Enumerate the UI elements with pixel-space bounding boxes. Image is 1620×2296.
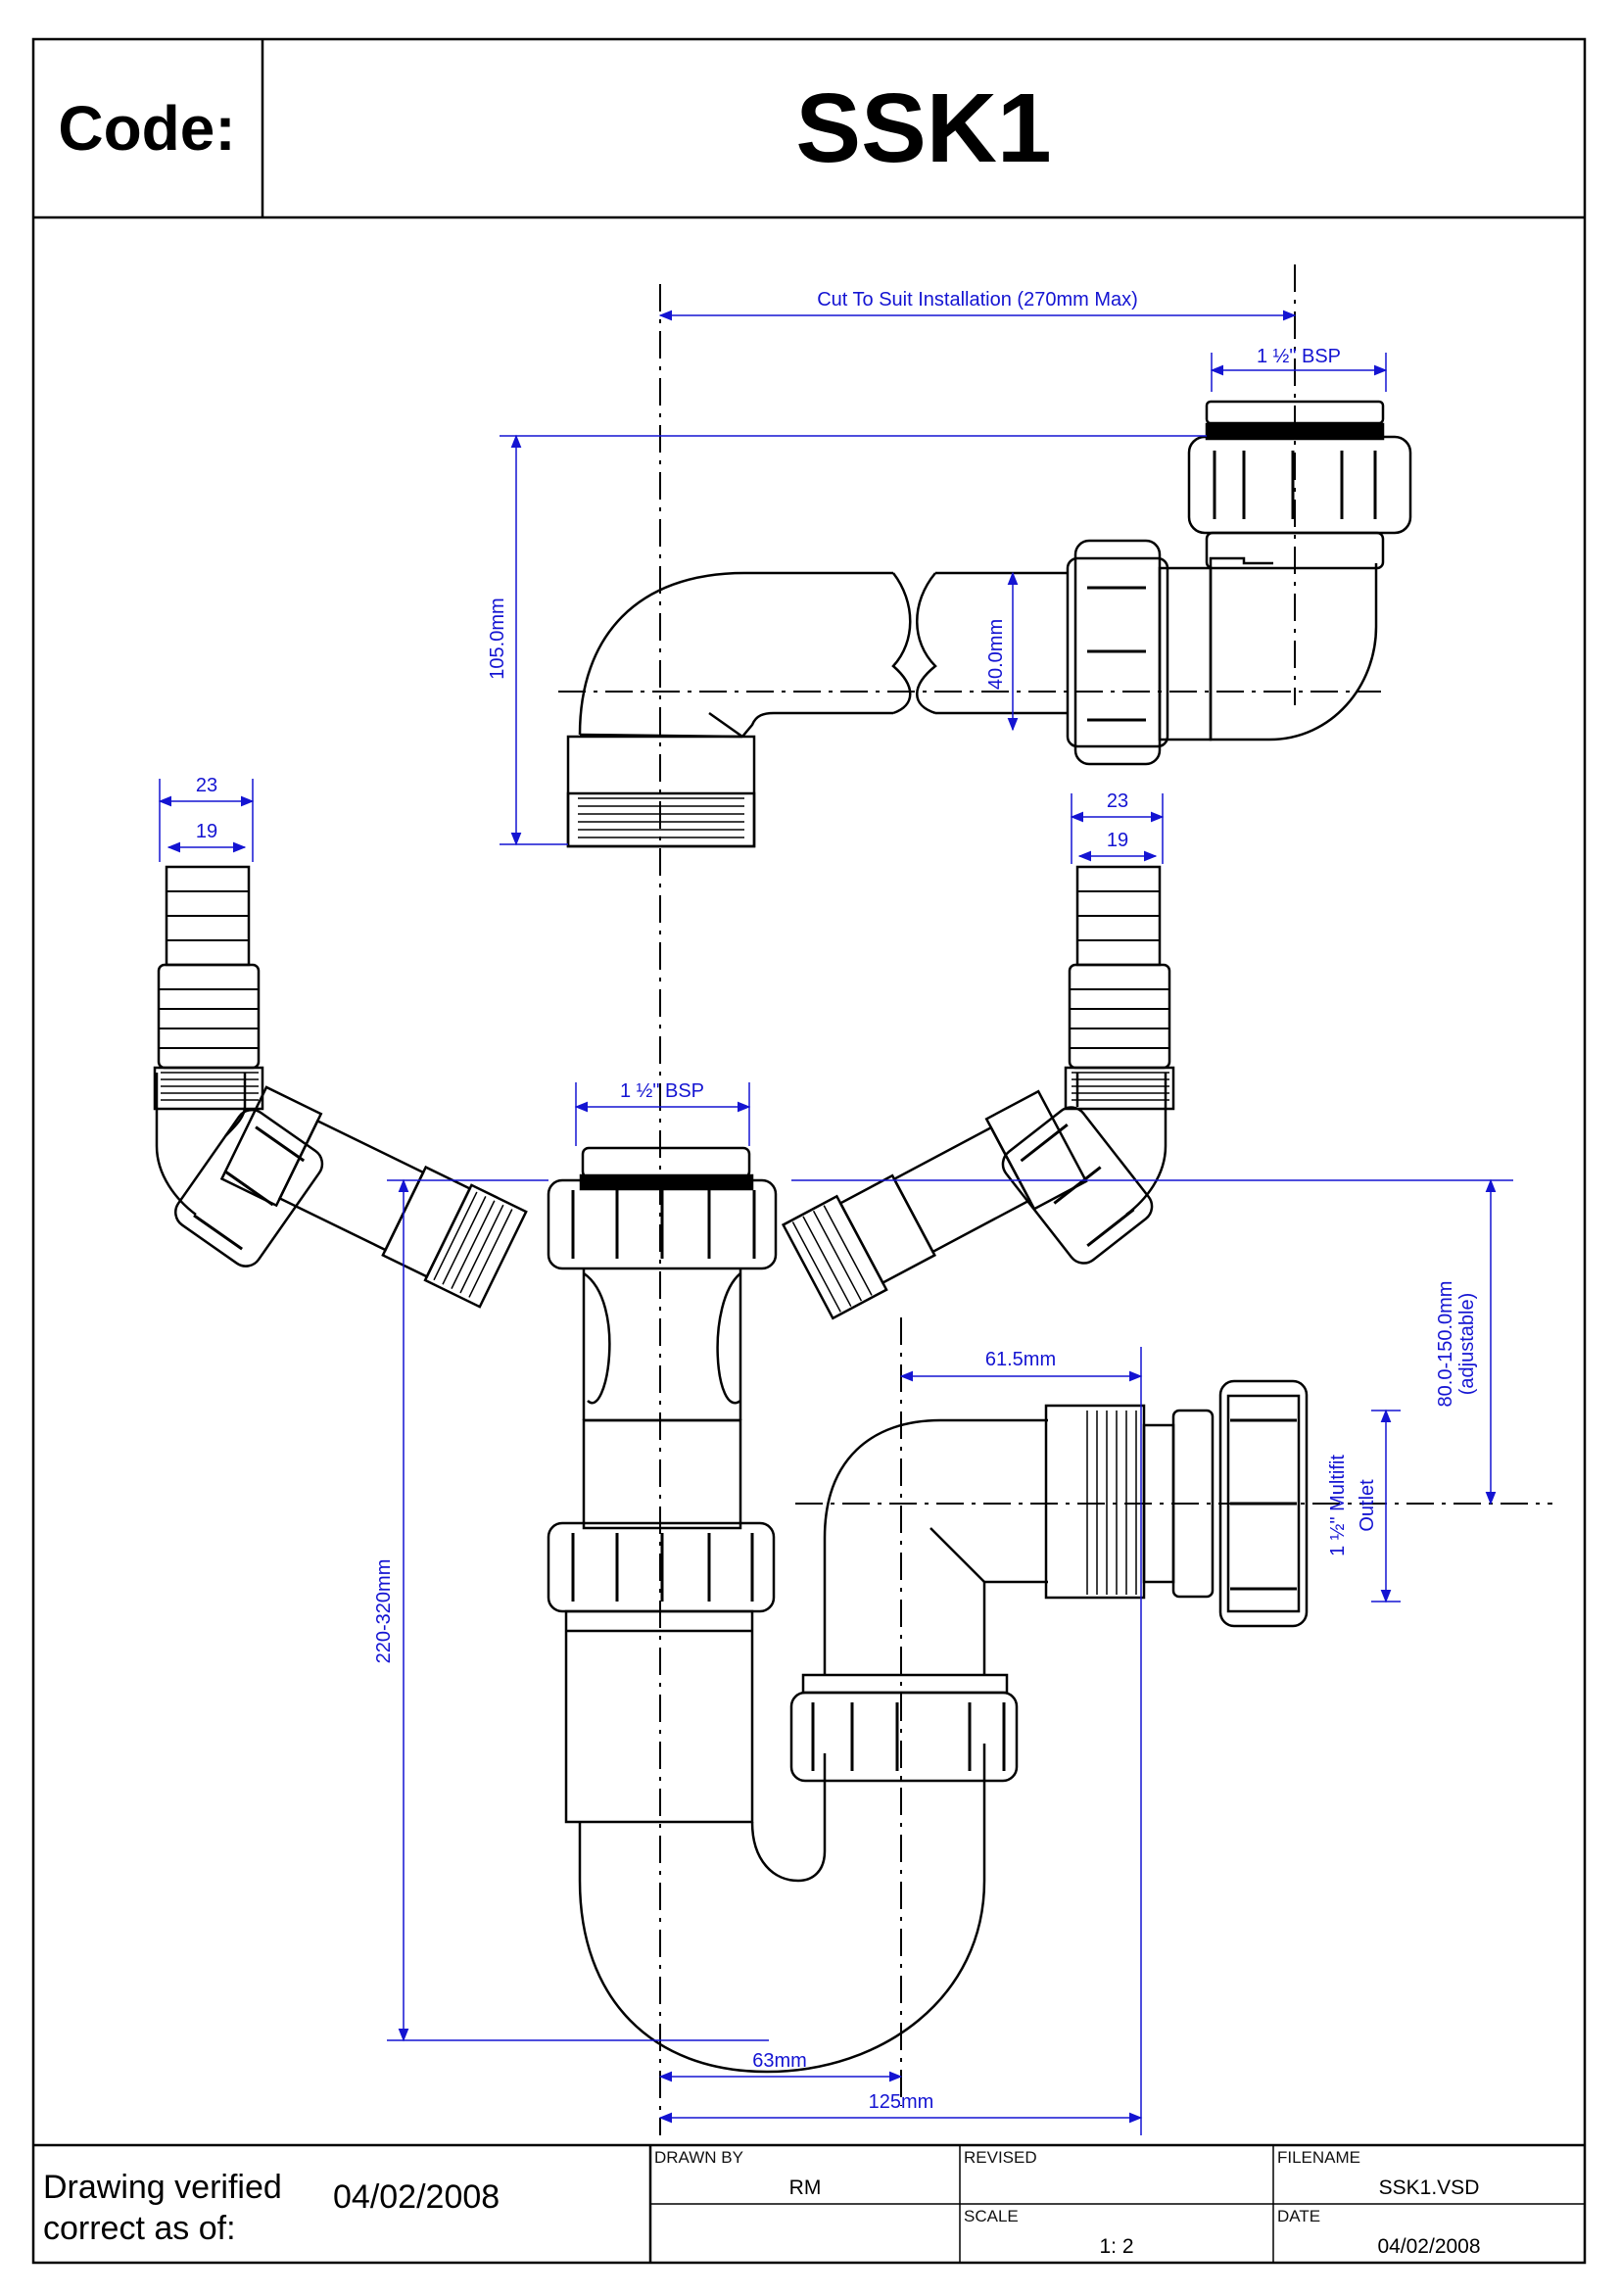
dim-cut-to-suit: Cut To Suit Installation (270mm Max) [817,289,1138,311]
verified-label-line2: correct as of: [43,2210,236,2247]
verified-label-line1: Drawing verified [43,2169,282,2206]
dim-40: 40.0mm [985,619,1007,690]
dim-left-23: 23 [196,775,217,796]
trap [547,1379,1309,2074]
verified-date: 04/02/2008 [333,2178,500,2216]
dim-61-5: 61.5mm [985,1349,1056,1370]
scale-value: 1: 2 [1099,2235,1134,2258]
drawn-by-value: RM [788,2176,822,2199]
scale-label: SCALE [964,2207,1019,2225]
dim-adjustable-range: 80.0-150.0mm [1435,1281,1456,1408]
revised-label: REVISED [964,2148,1037,2167]
dim-outlet-label: Outlet [1357,1479,1378,1532]
dim-125: 125mm [869,2091,934,2113]
frame [31,37,1587,2265]
dim-adjustable-note: (adjustable) [1456,1293,1478,1396]
filename-label: FILENAME [1277,2148,1361,2167]
dimension-lines [158,310,1513,2135]
dim-bsp-top: 1 ½" BSP [1257,346,1341,367]
dimension-labels: Cut To Suit Installation (270mm Max) 1 ½… [196,289,1478,2113]
dim-220-320: 220-320mm [373,1559,395,1664]
dim-left-19: 19 [196,821,217,842]
code-label: Code: [58,93,236,164]
date-label: DATE [1277,2207,1321,2225]
drawn-by-label: DRAWN BY [654,2148,743,2167]
product-code: SSK1 [795,72,1052,183]
filename-value: SSK1.VSD [1378,2176,1480,2199]
dim-105: 105.0mm [487,598,508,679]
dim-outlet-size: 1 ½" Multifit [1327,1455,1349,1556]
date-value: 04/02/2008 [1377,2235,1481,2258]
dim-63: 63mm [752,2050,807,2072]
dim-right-23: 23 [1107,790,1128,812]
main-body [153,865,1175,1422]
centre-lines [558,264,1552,2135]
dim-bsp-mid: 1 ½" BSP [620,1080,704,1102]
dim-right-19: 19 [1107,830,1128,851]
upper-assembly [566,400,1412,848]
